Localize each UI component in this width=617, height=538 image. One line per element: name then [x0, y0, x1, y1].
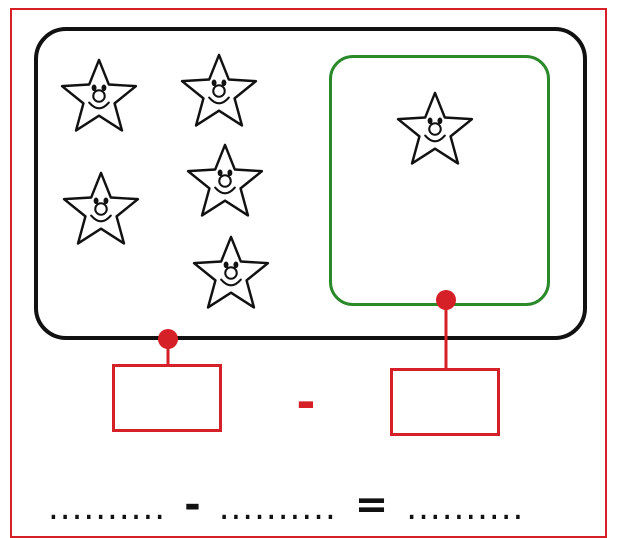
total-connector: [158, 329, 178, 367]
equation-blank-3[interactable]: ..........: [406, 488, 525, 528]
smiling-star-icon: [60, 168, 142, 250]
smiling-star-icon: [394, 88, 476, 170]
equation-line: .......... - .......... = ..........: [48, 468, 588, 528]
smiling-star-icon: [178, 50, 260, 132]
smiling-star-icon: [184, 140, 266, 222]
equation-blank-1[interactable]: ..........: [48, 488, 167, 528]
taken-connector: [436, 290, 456, 370]
smiling-star-icon: [190, 232, 272, 314]
smiling-star-icon: [58, 55, 140, 137]
equation-minus: -: [184, 482, 201, 528]
total-group-box: [34, 27, 587, 340]
equation-equals: =: [354, 482, 389, 528]
minus-sign: -: [296, 368, 316, 431]
total-answer-box[interactable]: [112, 364, 222, 432]
taken-answer-box[interactable]: [390, 368, 500, 436]
equation-blank-2[interactable]: ..........: [218, 488, 337, 528]
